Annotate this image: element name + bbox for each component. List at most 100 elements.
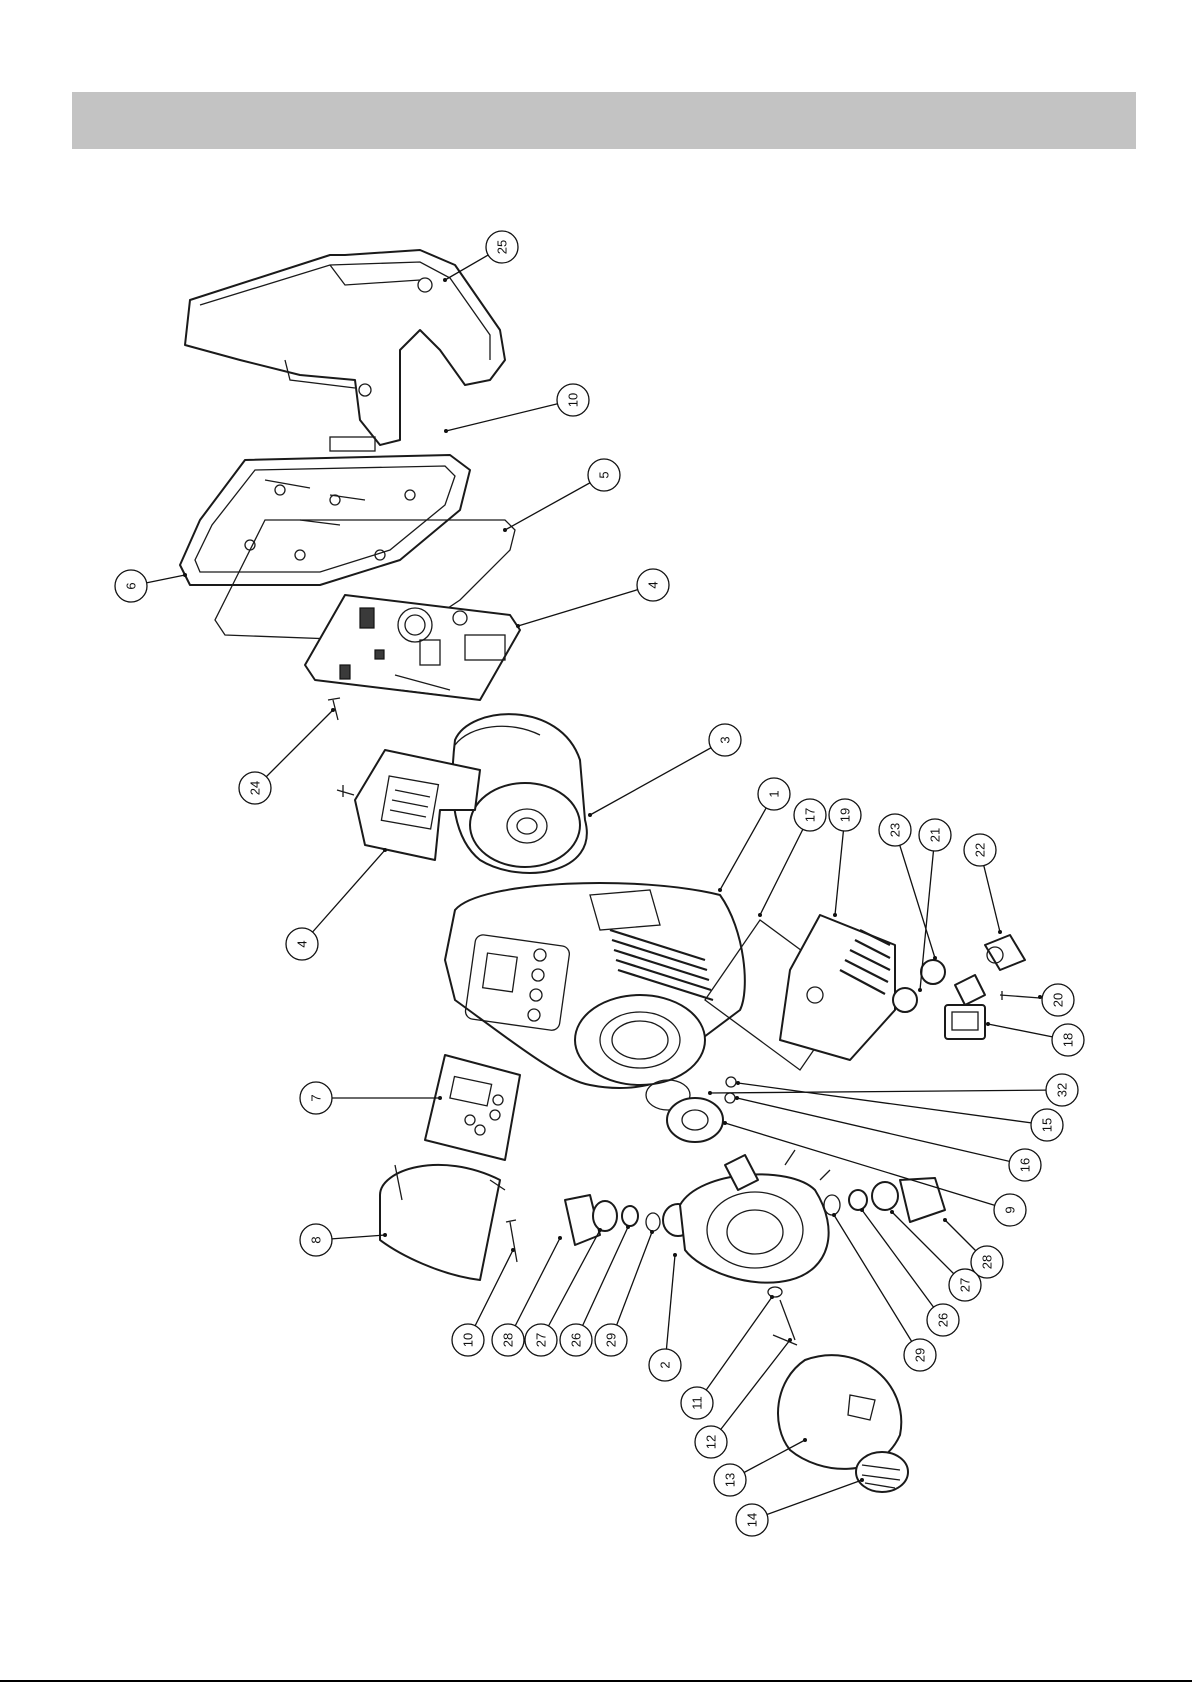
leader-dot-c3 (588, 813, 592, 817)
leader-dot-c9 (723, 1121, 727, 1125)
callout-c32: 32 (1046, 1074, 1078, 1106)
callout-c2: 2 (649, 1349, 681, 1381)
leader-dot-c21 (918, 988, 922, 992)
callout-c21: 21 (919, 819, 951, 851)
leader-dot-c20 (1038, 995, 1042, 999)
part-display-label (425, 1055, 520, 1160)
footer-rule (0, 1680, 1192, 1682)
part-top-bracket (185, 250, 505, 445)
callout-number: 1 (767, 790, 782, 797)
part-washer-15 (726, 1077, 736, 1087)
leader-dot-c1 (718, 888, 722, 892)
callout-c4a: 4 (637, 569, 669, 601)
callout-number: 4 (646, 581, 661, 588)
leader-line-c26a (576, 1227, 628, 1340)
leader-line-c3 (590, 740, 725, 815)
leader-line-c17 (760, 815, 810, 915)
leader-line-c29b (834, 1215, 920, 1355)
callout-c9: 9 (994, 1194, 1026, 1226)
leader-dot-c10b (511, 1248, 515, 1252)
callout-number: 21 (928, 828, 943, 842)
callout-number: 23 (888, 823, 903, 837)
callout-number: 25 (495, 240, 510, 254)
callout-c28a: 28 (492, 1324, 524, 1356)
callout-number: 12 (704, 1435, 719, 1449)
callout-number: 29 (913, 1348, 928, 1362)
leader-dot-c27b (890, 1210, 894, 1214)
callout-c4b: 4 (286, 928, 318, 960)
callout-c19: 19 (829, 799, 861, 831)
leader-dot-c23 (933, 956, 937, 960)
callout-number: 2 (658, 1361, 673, 1368)
callout-number: 22 (973, 843, 988, 857)
leader-dot-c32 (708, 1091, 712, 1095)
callout-number: 8 (309, 1236, 324, 1243)
leader-dot-c5 (503, 528, 507, 532)
part-washer-11 (768, 1287, 782, 1297)
leader-dot-c4b (383, 848, 387, 852)
callout-c1: 1 (758, 778, 790, 810)
leader-dot-c19 (833, 913, 837, 917)
leader-dot-c22 (998, 930, 1002, 934)
callout-c5: 5 (588, 459, 620, 491)
leader-dot-c6 (183, 573, 187, 577)
callout-c14: 14 (736, 1504, 768, 1536)
leader-dot-c2 (673, 1253, 677, 1257)
callout-number: 32 (1055, 1083, 1070, 1097)
leader-dot-c27a (598, 1228, 602, 1232)
leader-line-c12 (711, 1340, 790, 1442)
leader-dot-c17 (758, 913, 762, 917)
part-connector (945, 1005, 985, 1039)
part-fittings-left (565, 1195, 693, 1245)
part-main-pcb (305, 595, 520, 700)
callout-number: 28 (980, 1255, 995, 1269)
part-screw-20 (1000, 991, 1040, 1000)
callout-c29a: 29 (595, 1324, 627, 1356)
callout-number: 20 (1051, 993, 1066, 1007)
callout-number: 18 (1061, 1033, 1076, 1047)
callout-c23: 23 (879, 814, 911, 846)
callout-number: 4 (295, 940, 310, 947)
part-display-pcb (355, 750, 480, 860)
part-washer-16 (725, 1093, 735, 1103)
leader-line-c4a (518, 585, 653, 626)
leader-line-c27a (541, 1230, 600, 1340)
callout-c12: 12 (695, 1426, 727, 1458)
callout-number: 10 (566, 393, 581, 407)
callout-number: 7 (309, 1094, 324, 1101)
leader-line-c4b (302, 850, 385, 944)
part-badge (856, 1452, 908, 1492)
callout-number: 9 (1003, 1206, 1018, 1213)
callout-c10a: 10 (557, 384, 589, 416)
callout-c17: 17 (794, 799, 826, 831)
leader-line-c11 (697, 1297, 772, 1403)
callout-c11: 11 (681, 1387, 713, 1419)
leader-dot-c15 (736, 1081, 740, 1085)
leader-dot-c16 (735, 1096, 739, 1100)
callout-c29b: 29 (904, 1339, 936, 1371)
callout-number: 14 (745, 1513, 760, 1527)
leader-line-c10a (446, 400, 573, 431)
leader-dot-c8 (383, 1233, 387, 1237)
callout-number: 24 (248, 781, 263, 795)
leader-dot-c24 (331, 708, 335, 712)
callout-number: 5 (597, 471, 612, 478)
callout-number: 27 (958, 1278, 973, 1292)
part-cable-glands (893, 935, 1025, 1012)
callout-c20: 20 (1042, 984, 1074, 1016)
leader-dot-c29a (650, 1230, 654, 1234)
part-bolt-12 (773, 1300, 797, 1345)
callout-c13: 13 (714, 1464, 746, 1496)
leader-dot-c4a (516, 624, 520, 628)
leader-dot-c25 (443, 278, 447, 282)
callout-c22: 22 (964, 834, 996, 866)
callout-number: 26 (936, 1313, 951, 1327)
callout-c26b: 26 (927, 1304, 959, 1336)
leader-line-c5 (505, 475, 604, 530)
callout-number: 3 (718, 736, 733, 743)
callout-number: 28 (501, 1333, 516, 1347)
leader-dot-c28a (558, 1236, 562, 1240)
leader-line-c14 (752, 1480, 862, 1520)
leader-dot-c18 (986, 1022, 990, 1026)
callout-c10b: 10 (452, 1324, 484, 1356)
